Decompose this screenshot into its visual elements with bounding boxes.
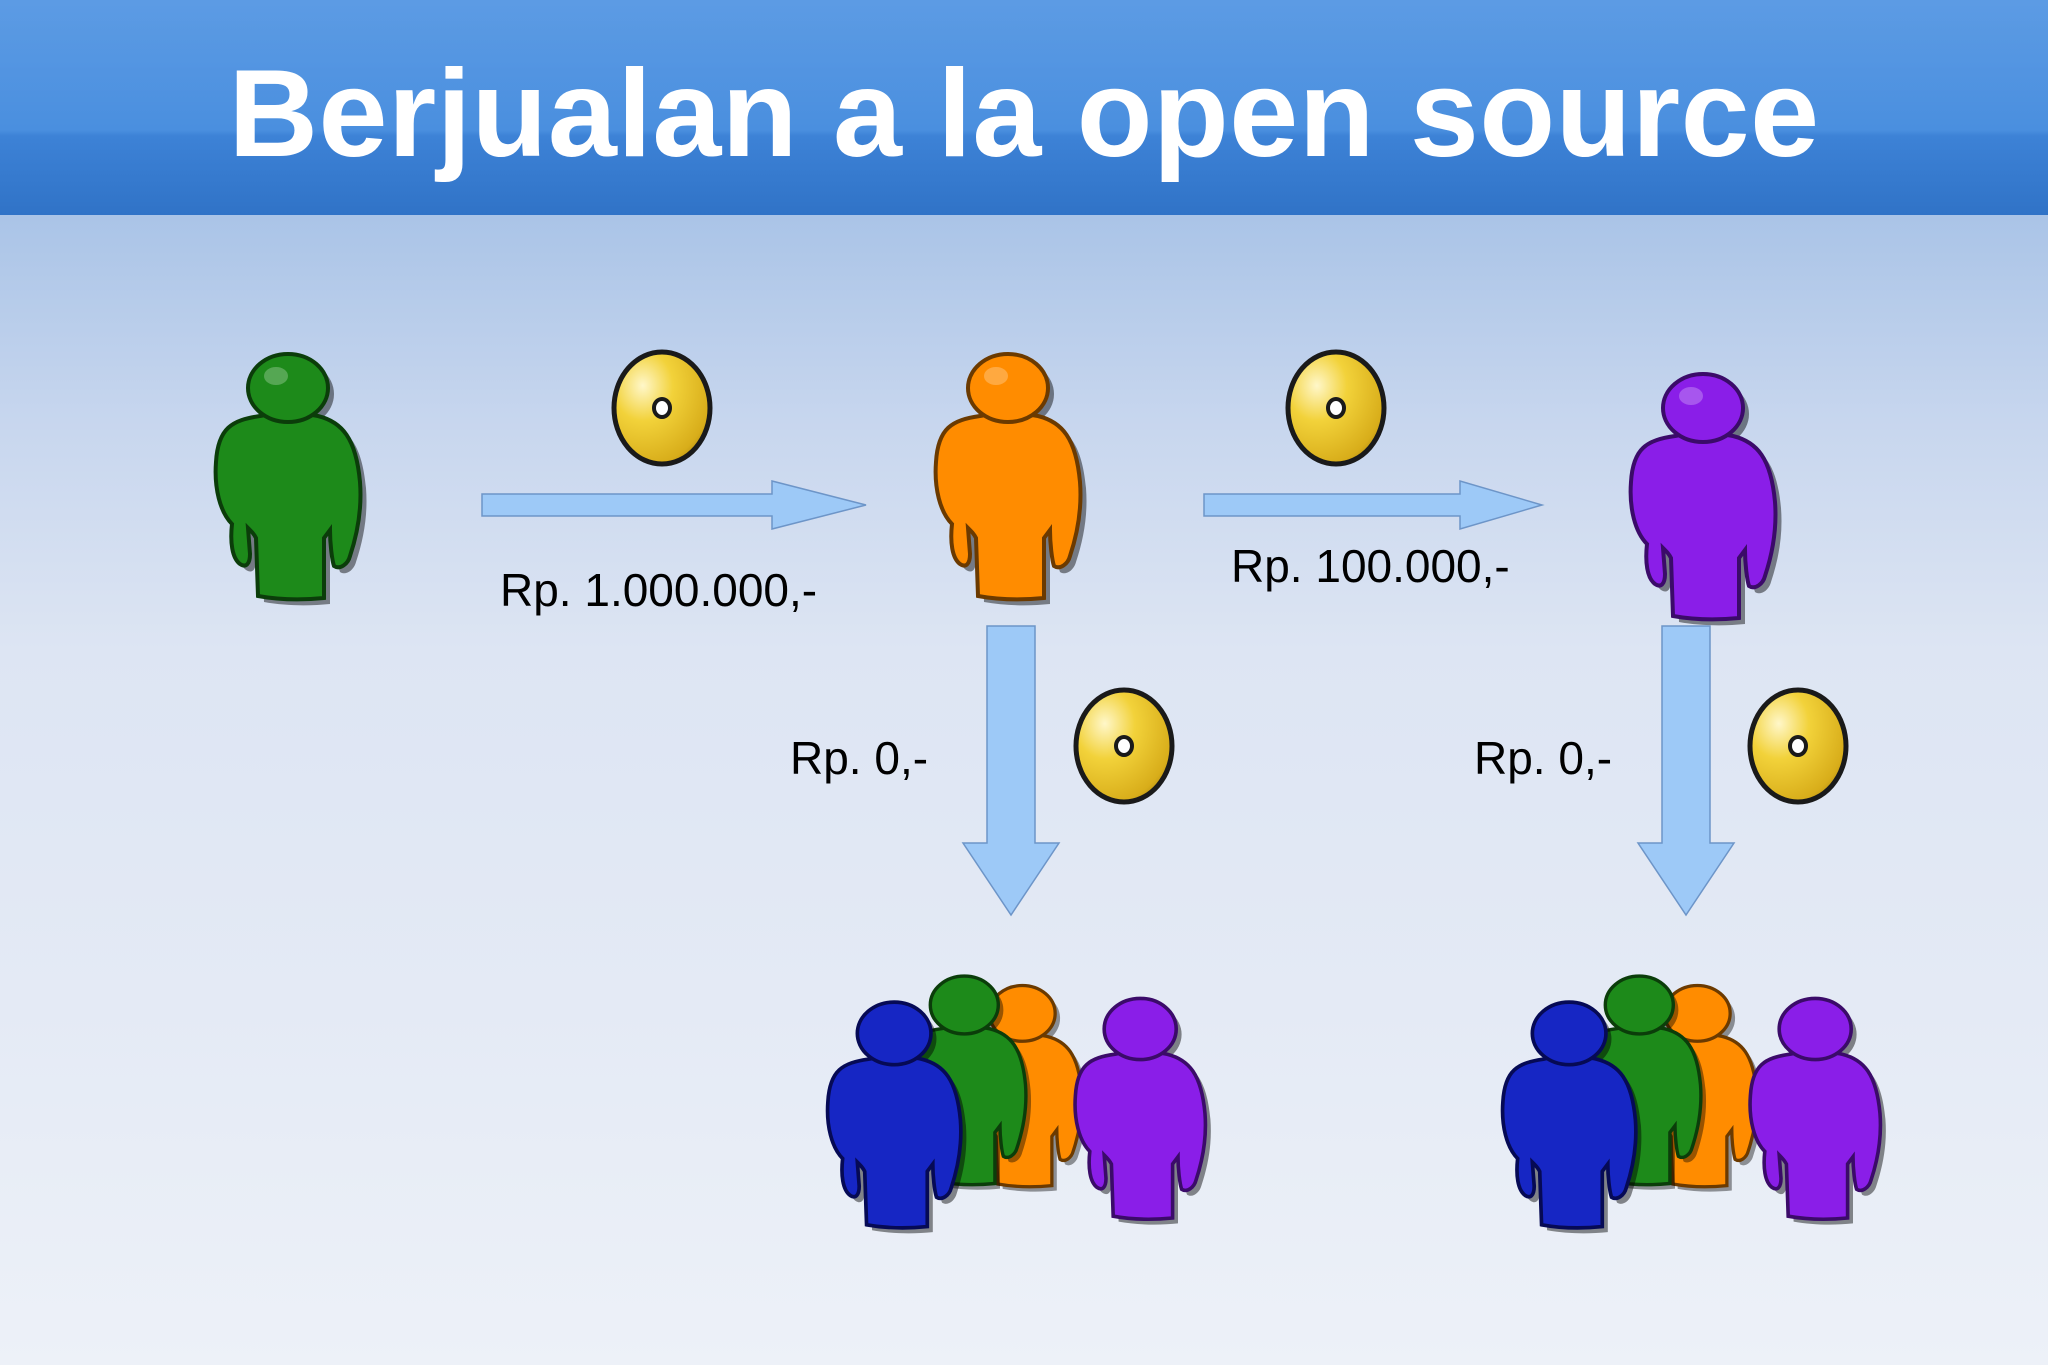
person-icon-orange [933,352,1087,606]
person-icon-green [213,352,367,606]
free-copy-arrow-down [961,625,1061,917]
title-bar [0,0,2048,215]
price-label-first-sale: Rp. 1.000.000,- [500,564,818,616]
user-group-icon [1500,974,1886,1234]
cd-disc-icon [1076,690,1172,802]
price-label-free-copy: Rp. 0,- [790,732,929,784]
sale-arrow-right [481,480,867,530]
price-label-free-copy: Rp. 0,- [1474,732,1613,784]
free-copy-arrow-down [1636,625,1736,917]
cd-disc-icon [1750,690,1846,802]
slide-title: Berjualan a la open source [228,45,1820,183]
cd-disc-icon [1288,352,1384,464]
person-icon-purple [1628,372,1782,626]
price-label-second-sale: Rp. 100.000,- [1231,540,1510,592]
user-group-icon [825,974,1211,1234]
cd-disc-icon [614,352,710,464]
resale-arrow-right [1203,479,1545,531]
